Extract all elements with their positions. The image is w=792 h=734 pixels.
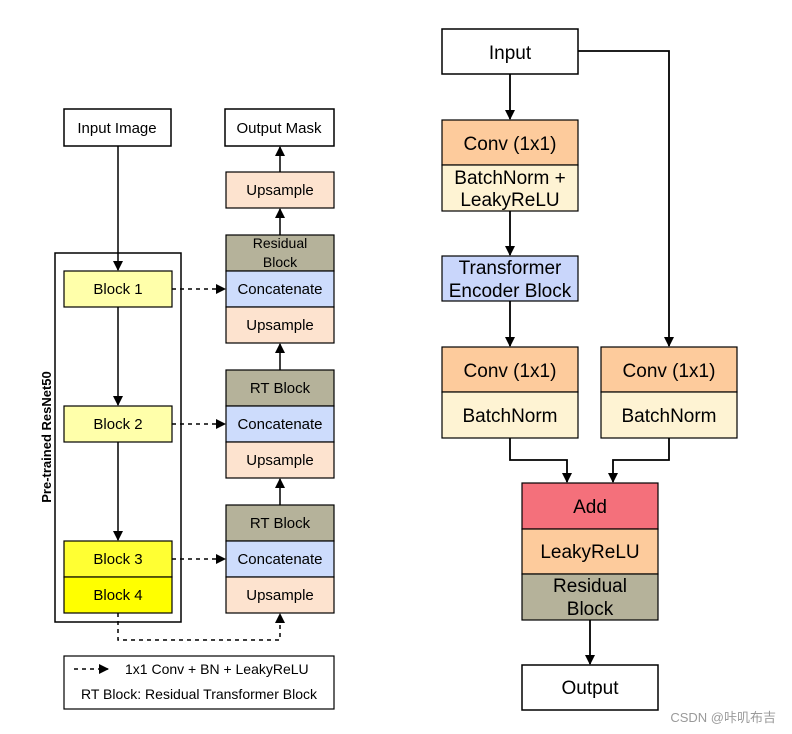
residual-block-left-line1: Residual [253,235,307,251]
block-2 [63,405,173,443]
conv-left [441,346,579,393]
block-4 [63,576,173,614]
bn-right [600,391,738,439]
transformer-line1: Transformer [459,258,562,279]
conv-right-label: Conv (1x1) [623,361,716,382]
rt-block-1 [225,369,335,407]
concatenate-1-label: Concatenate [237,281,322,298]
legend-arrow-text: 1x1 Conv + BN + LeakyReLU [125,661,309,677]
block-1-label: Block 1 [93,281,142,298]
residual-right-line2: Block [567,599,614,620]
block-2-label: Block 2 [93,416,142,433]
bn-lrelu-top [441,164,579,212]
concatenate-3 [225,540,335,578]
conv-top-label: Conv (1x1) [464,134,557,155]
rt-block-2-label: RT Block [250,515,311,532]
bn-left [441,391,579,439]
block-4-label: Block 4 [93,587,142,604]
resnet-label: Pre-trained ResNet50 [39,371,54,503]
output-mask-box [224,108,335,147]
upsample-2 [225,441,335,479]
leaky-relu-label: LeakyReLU [540,542,639,563]
bn-right-label: BatchNorm [621,406,716,427]
right-diagram: Input Conv (1x1) BatchNorm + LeakyReLU T… [441,28,738,711]
transformer-line2: Encoder Block [449,281,572,302]
conv-right [600,346,738,393]
legend-rt-text: RT Block: Residual Transformer Block [81,686,318,702]
output-mask-label: Output Mask [236,120,322,137]
concatenate-2-label: Concatenate [237,416,322,433]
watermark: CSDN @咔叽布吉 [670,710,776,725]
rt-block-1-label: RT Block [250,380,311,397]
output-label: Output [561,678,619,699]
bn-lrelu-line1: BatchNorm + [454,168,565,189]
upsample-3 [225,576,335,614]
skip-arrow-4 [117,613,285,641]
arrow-right-add [608,438,670,483]
legend-box [63,655,335,710]
upsample-2-label: Upsample [246,452,314,469]
arrow-left-add [509,438,572,483]
block-3-label: Block 3 [93,551,142,568]
input-image-box [63,108,172,147]
input-label: Input [489,43,532,64]
upsample-3-label: Upsample [246,587,314,604]
bn-lrelu-line2: LeakyReLU [460,190,559,211]
arrow-input-skip [578,50,674,347]
conv-left-label: Conv (1x1) [464,361,557,382]
residual-block-left-line2: Block [263,254,298,270]
concatenate-3-label: Concatenate [237,551,322,568]
add-label: Add [573,497,607,518]
upsample-1 [225,306,335,344]
output-box [521,664,659,711]
conv-top [441,119,579,166]
upsample-top [225,171,335,209]
input-box [441,28,579,75]
left-diagram: Input Image Output Mask Pre-trained ResN… [39,108,335,710]
concatenate-1 [225,270,335,308]
transformer-encoder [441,255,579,302]
upsample-1-label: Upsample [246,317,314,334]
residual-block-right [521,573,659,621]
upsample-top-label: Upsample [246,182,314,199]
bn-left-label: BatchNorm [462,406,557,427]
residual-right-line1: Residual [553,576,627,597]
input-image-label: Input Image [77,120,156,137]
leaky-relu-box [521,528,659,575]
